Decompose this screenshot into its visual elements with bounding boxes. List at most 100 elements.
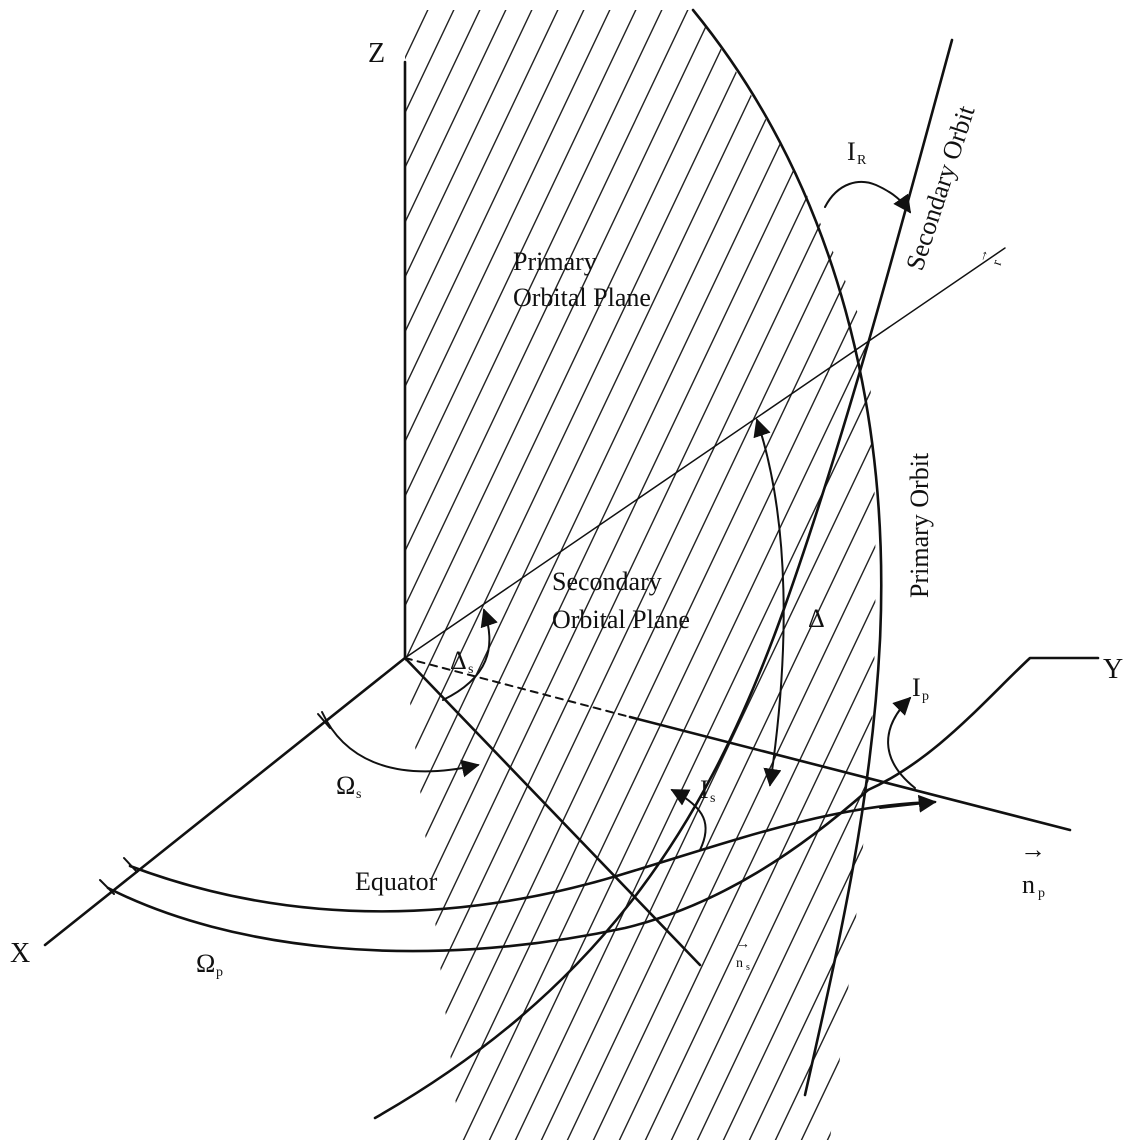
angle-delta-arc xyxy=(753,418,785,787)
hatch-line xyxy=(635,347,876,1140)
hatch-line xyxy=(405,10,547,658)
svg-text:Ω: Ω xyxy=(196,949,215,978)
hatch-line xyxy=(609,347,876,1140)
hatch-line xyxy=(405,347,876,1140)
hatch-line xyxy=(0,0,286,1140)
secondary-orbit-curve xyxy=(373,38,954,1120)
primary-normal-line xyxy=(628,715,1072,832)
hatch-line xyxy=(405,347,573,1140)
hatch-line xyxy=(405,10,573,658)
hatch-line xyxy=(635,10,870,658)
hatch-line xyxy=(0,0,338,1140)
hatch-line xyxy=(405,10,625,658)
angle-delta-s-arc xyxy=(442,608,498,701)
svg-text:→: → xyxy=(974,246,993,264)
angle-IR-arc xyxy=(824,181,912,214)
primary-orbit-label: Primary Orbit xyxy=(905,452,934,598)
hatch-line xyxy=(405,10,729,658)
hatch-line xyxy=(0,0,364,1140)
label-I-R: I R xyxy=(847,137,867,168)
svg-text:s: s xyxy=(710,791,715,806)
z-axis-label: Z xyxy=(368,38,385,69)
hatch-line xyxy=(713,347,876,1140)
hatch-line xyxy=(405,347,521,1140)
hatch-line xyxy=(405,10,495,658)
svg-text:I: I xyxy=(912,673,921,702)
primary-plane-label-line1: Primary xyxy=(513,247,597,276)
omega-p-arrow xyxy=(879,794,937,813)
hatch-line xyxy=(557,347,876,1140)
label-omega-s: Ω s xyxy=(336,771,361,802)
hatch-line xyxy=(405,10,677,658)
equator-curve-lower xyxy=(106,788,870,953)
hatch-line xyxy=(405,347,876,1140)
hatch-line xyxy=(405,347,495,1140)
label-r-vector: → r xyxy=(974,246,1006,267)
x-axis-label: X xyxy=(10,938,30,969)
label-n-p: → n p xyxy=(1020,835,1046,901)
label-I-s: I s xyxy=(700,775,715,806)
hatch-line xyxy=(453,347,876,1140)
svg-text:Δ: Δ xyxy=(450,646,467,675)
hatch-line xyxy=(791,10,870,658)
svg-text:n: n xyxy=(736,956,743,971)
secondary-node-line xyxy=(403,656,702,967)
hatch-line xyxy=(405,347,833,1140)
hatch-line xyxy=(405,347,599,1140)
hatch-line xyxy=(405,10,807,658)
hatch-line xyxy=(405,10,755,658)
hatch-line xyxy=(405,347,876,1140)
hatch-line xyxy=(505,347,876,1140)
equator-curve-upper xyxy=(128,800,937,913)
svg-text:I: I xyxy=(847,137,856,166)
svg-text:p: p xyxy=(1038,886,1045,901)
x-axis-tick-1 xyxy=(317,713,331,729)
label-delta-s: Δ s xyxy=(450,646,473,677)
hatch-line xyxy=(0,0,390,1140)
label-omega-p: Ω p xyxy=(196,949,223,980)
hatch-line xyxy=(0,0,312,1140)
hatch-line xyxy=(405,347,469,1140)
secondary-plane-label-line1: Secondary xyxy=(552,567,662,596)
hatch-line xyxy=(405,10,781,658)
x-axis-line xyxy=(43,656,407,947)
svg-text:r: r xyxy=(990,258,1006,267)
svg-text:n: n xyxy=(1022,870,1035,899)
angle-Ip-arc xyxy=(887,696,916,789)
svg-text:s: s xyxy=(356,787,361,802)
hatch-line xyxy=(405,347,547,1140)
svg-text:s: s xyxy=(468,662,473,677)
svg-text:I: I xyxy=(700,775,709,804)
hatch-line xyxy=(405,10,521,658)
hatch-line xyxy=(427,347,876,1140)
y-axis-label: Y xyxy=(1103,654,1123,685)
angle-Is-arc xyxy=(670,789,707,851)
label-delta: Δ xyxy=(808,604,825,633)
svg-text:R: R xyxy=(857,153,867,168)
svg-text:Ω: Ω xyxy=(336,771,355,800)
equator-label: Equator xyxy=(355,867,438,896)
svg-text:→: → xyxy=(1020,835,1046,864)
hatch-line xyxy=(843,347,876,1140)
svg-text:→: → xyxy=(736,937,750,952)
hatch-line xyxy=(0,0,364,1140)
hatch-line xyxy=(405,10,469,658)
hatch-line xyxy=(405,10,703,658)
node-dashed-line xyxy=(404,657,631,718)
hatch-line xyxy=(0,0,312,1140)
svg-text:p: p xyxy=(216,965,223,980)
hatch-line xyxy=(405,347,859,1140)
hatch-line xyxy=(405,10,651,658)
hatch-line xyxy=(843,10,870,658)
label-I-p: I p xyxy=(912,673,929,704)
hatch-line xyxy=(791,347,876,1140)
x-axis-tick-2 xyxy=(123,857,138,873)
svg-text:s: s xyxy=(746,962,750,973)
x-axis-tick-3 xyxy=(99,879,115,895)
primary-orbit-curve xyxy=(691,8,883,1097)
primary-plane-label-line2: Orbital Plane xyxy=(513,283,651,312)
r-vector-line xyxy=(404,247,1006,659)
y-axis-line xyxy=(866,656,1100,792)
hatch-line xyxy=(0,0,338,1140)
